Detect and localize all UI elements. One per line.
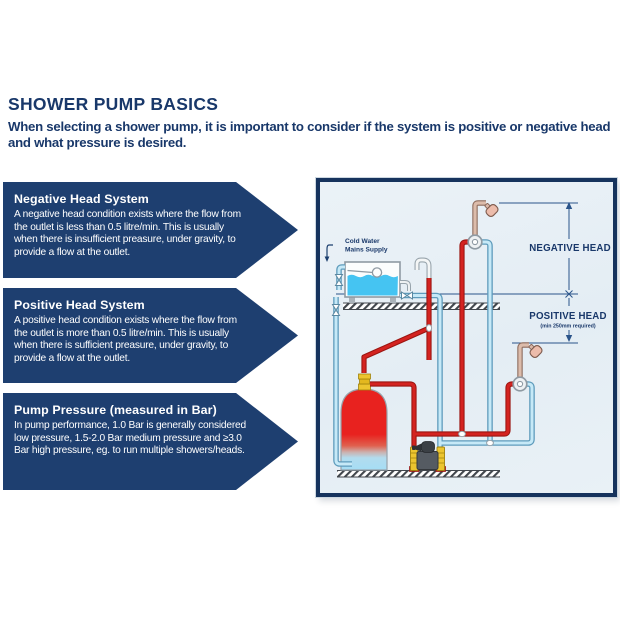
shower-head-icon: [528, 344, 543, 359]
tank-label-line2: Mains Supply: [345, 247, 388, 254]
callout-heading: Positive Head System: [14, 298, 145, 312]
callout-pump-pressure: Pump Pressure (measured in Bar) In pump …: [3, 393, 298, 490]
positive-head-label: POSITIVE HEAD: [529, 311, 606, 322]
float-valve: [347, 267, 383, 278]
upper-floor: [343, 302, 500, 310]
cold-pipes: [333, 239, 535, 467]
tank-leg: [390, 297, 396, 303]
pipe-junctions: [425, 324, 494, 447]
shower-bottom: [512, 342, 543, 392]
callout-heading: Negative Head System: [14, 192, 149, 206]
callout-body: A negative head condition exists where t…: [14, 209, 241, 258]
shower-head-icon: [484, 203, 499, 218]
positive-head-note: (min 250mm required): [540, 324, 596, 330]
pump-body: [416, 451, 439, 470]
callout-positive-head: Positive Head System A positive head con…: [3, 288, 298, 383]
stop-valves: [331, 274, 413, 316]
page-title: SHOWER PUMP BASICS: [8, 94, 219, 114]
tank-label-line1: Cold Water: [345, 238, 380, 245]
diagram-labels: Cold Water Mains Supply NEGATIVE HEAD PO…: [324, 238, 611, 330]
negative-head-label: NEGATIVE HEAD: [529, 243, 611, 254]
tank-label-arrow: [326, 244, 333, 257]
tank-leg: [349, 297, 355, 303]
callout-heading: Pump Pressure (measured in Bar): [14, 403, 217, 417]
callout-negative-head: Negative Head System A negative head con…: [3, 182, 298, 278]
shower-pump: [409, 441, 446, 472]
callout-body: A positive head condition exists where t…: [14, 315, 237, 364]
hot-pipes: [361, 239, 515, 452]
callout-body: In pump performance, 1.0 Bar is generall…: [14, 420, 246, 457]
plumbing-diagram: Cold Water Mains Supply NEGATIVE HEAD PO…: [324, 200, 611, 478]
shower-top: [467, 200, 499, 250]
intro-text: When selecting a shower pump, it is impo…: [8, 119, 611, 150]
cylinder-fitting: [358, 373, 371, 391]
plumbing-diagram-panel: Cold Water Mains Supply NEGATIVE HEAD PO…: [316, 178, 617, 497]
cold-water-tank: [344, 261, 411, 303]
tank-water: [347, 274, 398, 296]
pump-motor: [421, 441, 435, 453]
hot-water-cylinder: [340, 373, 388, 471]
